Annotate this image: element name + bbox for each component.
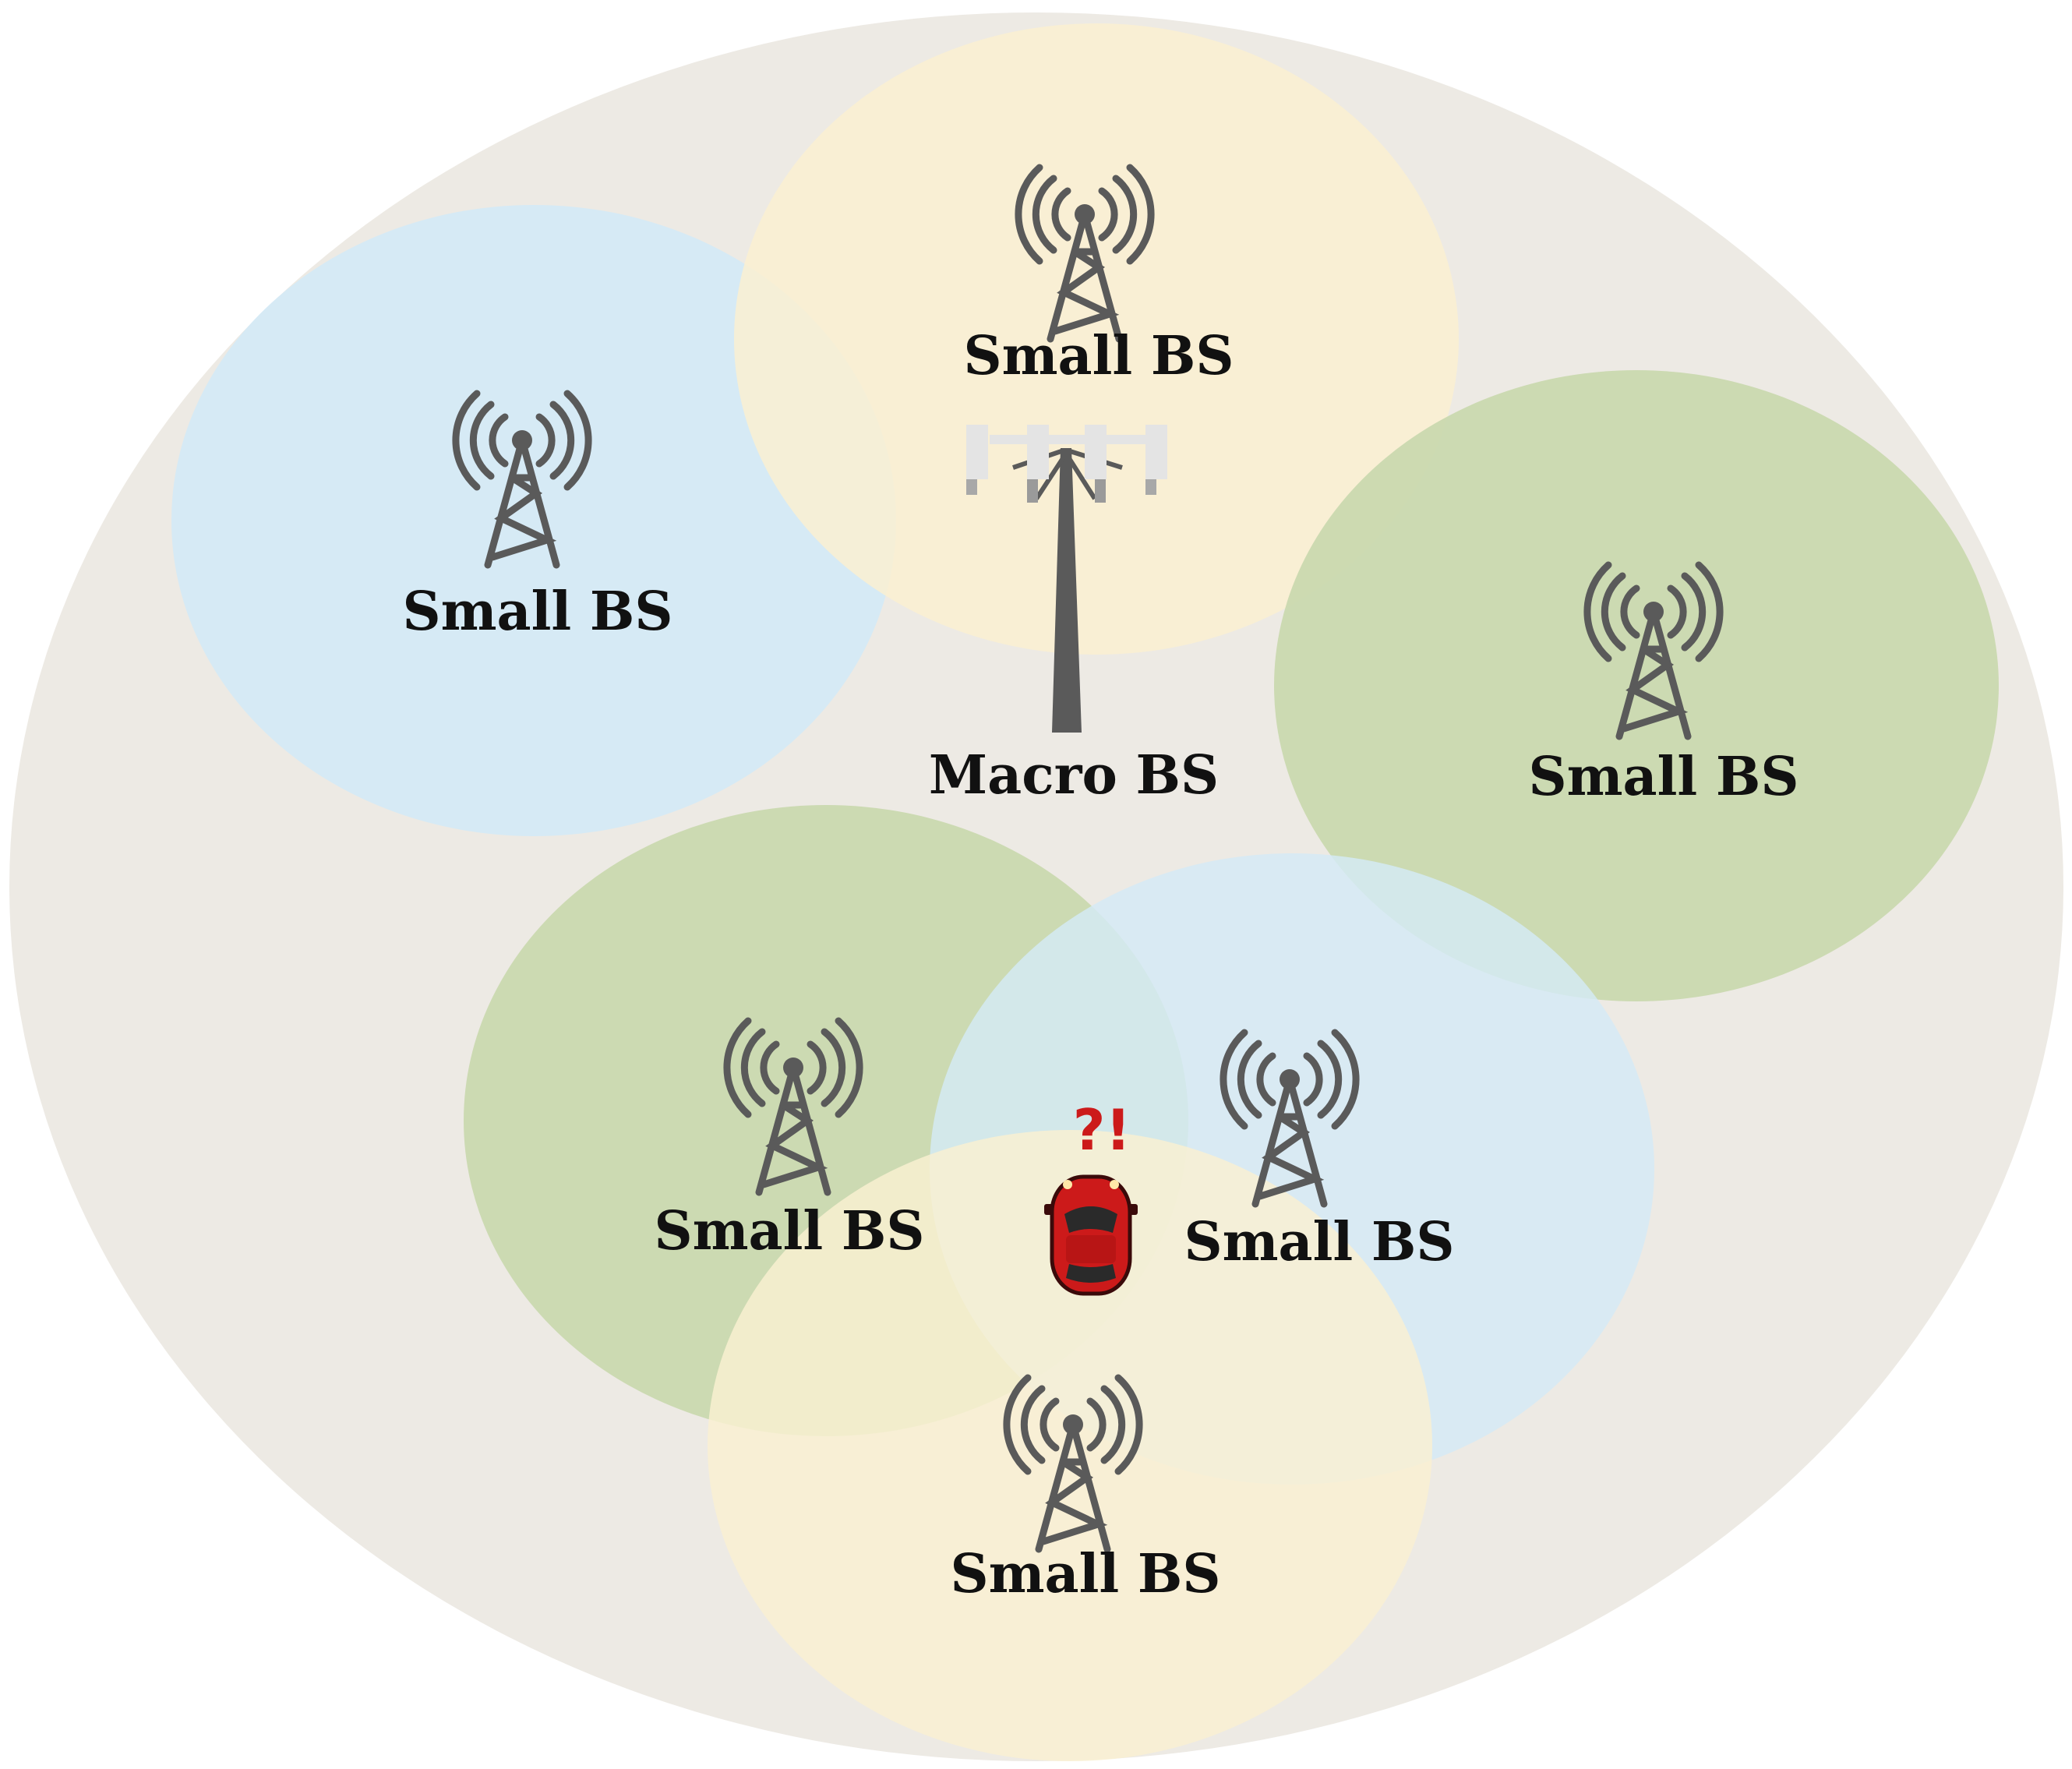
small-bs-label: Small BS: [950, 1543, 1220, 1605]
small-bs-label: Small BS: [402, 581, 672, 643]
small-bs-label: Small BS: [963, 325, 1234, 387]
small-bs-label: Small BS: [1184, 1211, 1454, 1273]
alert-mark: ?!: [1073, 1097, 1131, 1163]
small-bs-label: Small BS: [1528, 746, 1798, 808]
car-icon: [1044, 1174, 1138, 1296]
macro-tower-icon: [966, 425, 1167, 733]
small-bs-label: Small BS: [654, 1200, 924, 1262]
small-cell-area-blue-top-left: [171, 205, 896, 836]
small-cell-area-yellow-top: [734, 23, 1459, 655]
macro-bs-label: Macro BS: [929, 744, 1219, 807]
